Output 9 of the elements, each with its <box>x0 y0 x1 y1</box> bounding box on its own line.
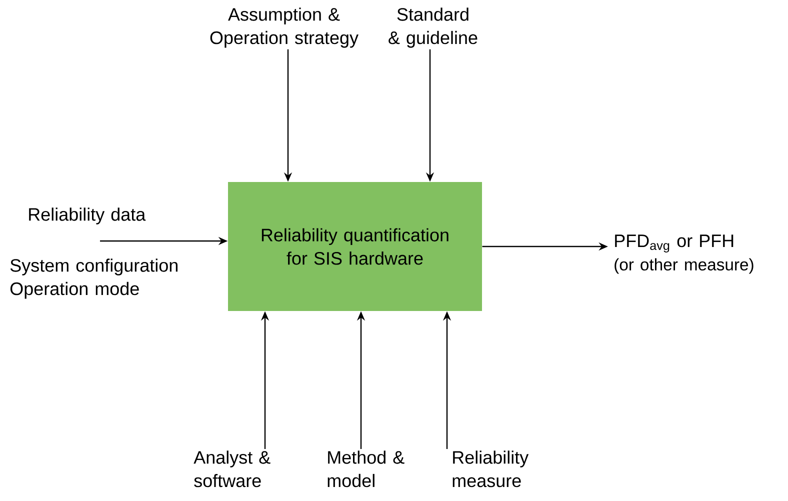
input-label: PFD$_{avg}$ or PFH (or other measure) <box>614 234 754 274</box>
input-label: Reliability measure <box>452 450 529 488</box>
input-label: System configuration Operation mode <box>10 258 178 299</box>
input-label: Analyst & software <box>194 450 270 488</box>
input-label: Assumption & Operation strategy <box>210 8 358 48</box>
input-label: Standard & guideline <box>388 8 478 48</box>
input-label: Method & model <box>328 450 404 488</box>
process-box: Reliability quantification for SIS hardware <box>228 182 482 311</box>
input-label: Reliability data <box>29 208 146 224</box>
